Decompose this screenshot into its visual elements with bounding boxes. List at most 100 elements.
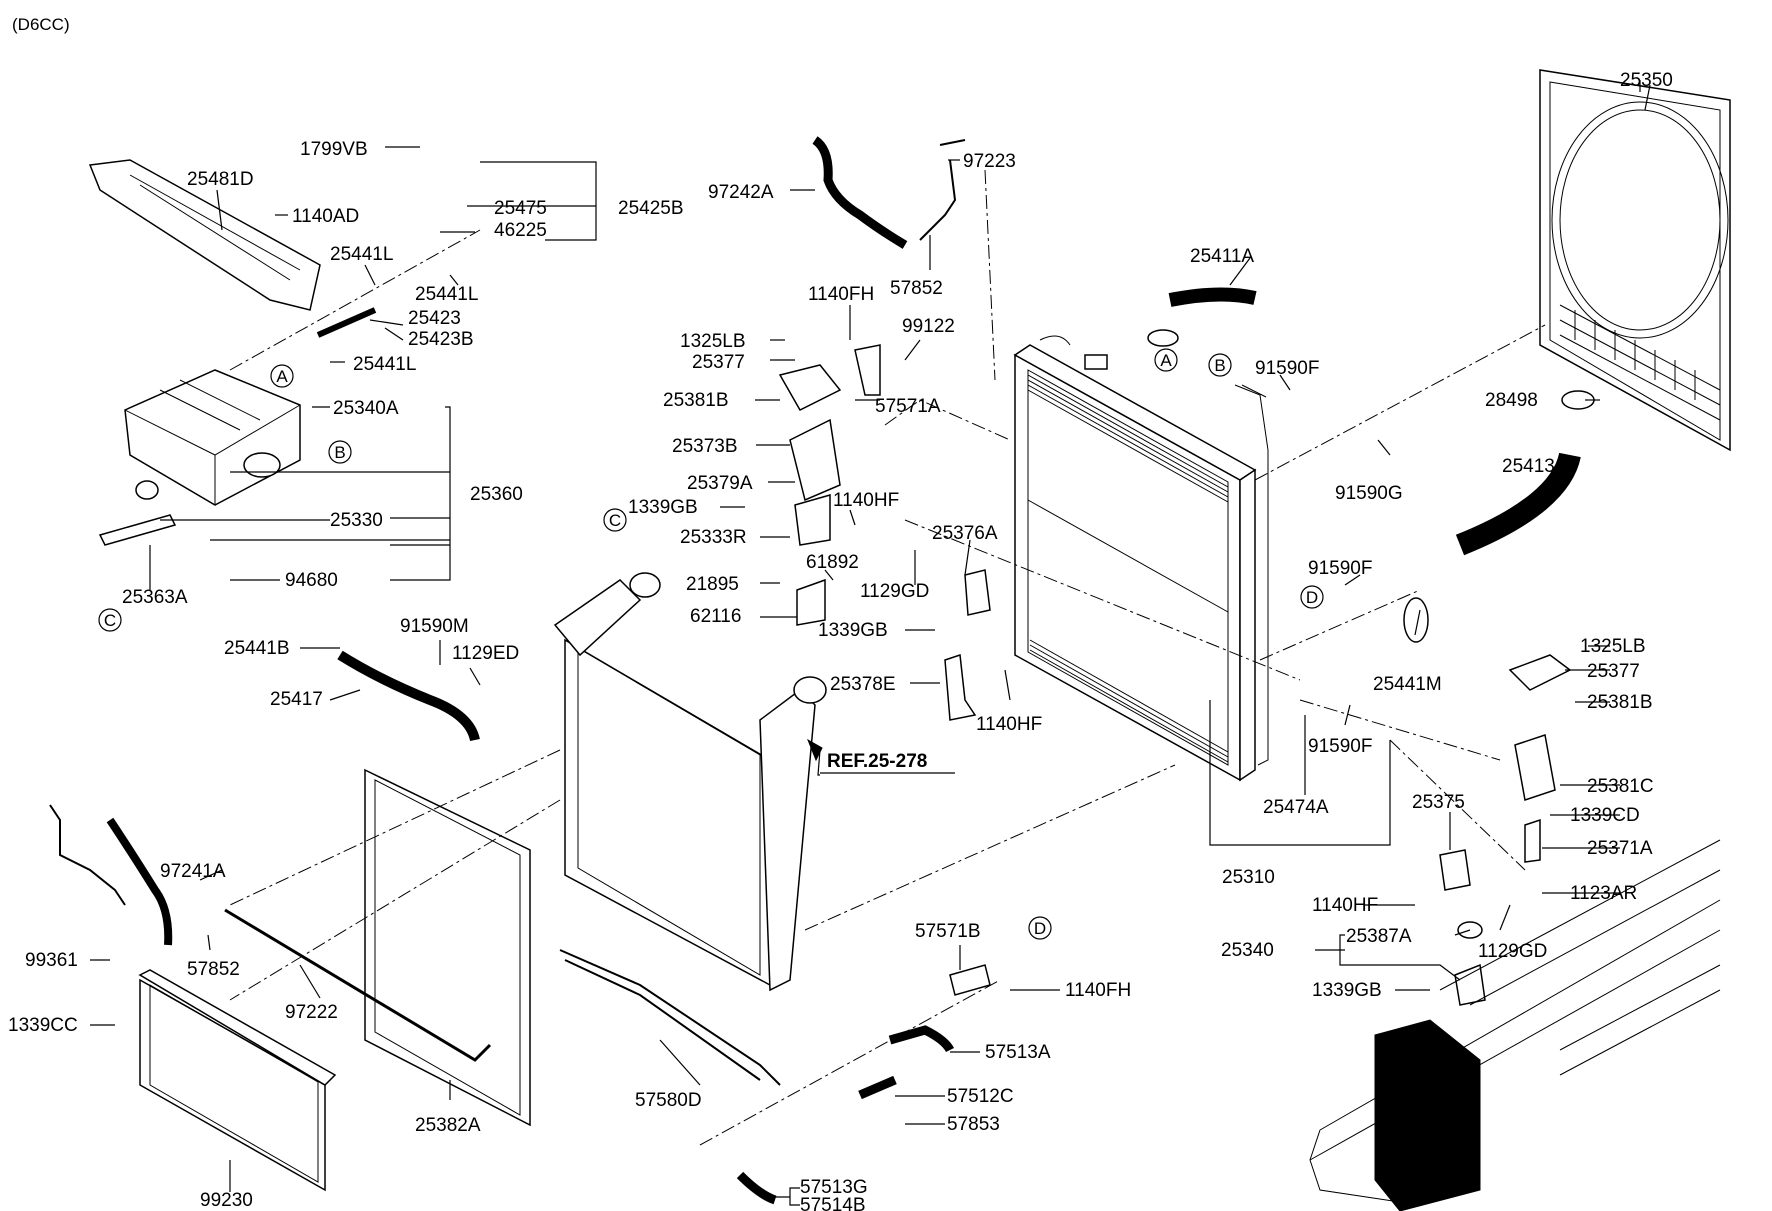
label-97241A: 97241A [160, 861, 226, 882]
label-25333R: 25333R [680, 527, 747, 548]
deflector-25481D [88, 159, 321, 311]
bracket-25376A [964, 569, 991, 616]
svg-text:B: B [1214, 356, 1225, 375]
hose-97242A [812, 136, 908, 249]
clamp-25441M [1403, 597, 1429, 643]
label-25475: 25475 [494, 198, 547, 219]
label-25363A: 25363A [122, 587, 188, 608]
label-1129GD-a: 1129GD [860, 581, 929, 602]
label-57852-top: 57852 [890, 278, 943, 299]
label-25474A: 25474A [1263, 797, 1329, 818]
ref-label[interactable]: REF.25-278 [827, 751, 927, 772]
svg-text:B: B [334, 443, 345, 462]
label-57853: 57853 [947, 1114, 1000, 1135]
label-21895: 21895 [686, 574, 739, 595]
label-1339GB-a: 1339GB [628, 497, 698, 518]
label-1123AR: 1123AR [1570, 883, 1637, 904]
callout-c-2: C [603, 508, 627, 532]
model-code: (D6CC) [12, 15, 70, 34]
label-25330: 25330 [330, 510, 383, 531]
bracket-25363A [98, 514, 177, 546]
svg-text:A: A [1160, 351, 1172, 370]
label-25441L-2: 25441L [415, 284, 478, 305]
label-25379A: 25379A [687, 473, 753, 494]
label-1325LB-right: 1325LB [1580, 636, 1646, 657]
label-25423B: 25423B [408, 329, 474, 350]
label-99361: 99361 [25, 950, 78, 971]
label-99230: 99230 [200, 1190, 253, 1211]
label-1140HF-b: 1140HF [976, 714, 1042, 735]
svg-text:D: D [1306, 588, 1318, 607]
condenser-frame-25382A [364, 768, 531, 1127]
label-57514B: 57514B [800, 1195, 866, 1211]
label-57513G: 57513G [800, 1177, 868, 1198]
label-25310: 25310 [1222, 867, 1275, 888]
label-25382A: 25382A [415, 1115, 481, 1136]
mount-25340 [1454, 963, 1486, 1006]
label-57580D: 57580D [635, 1090, 702, 1111]
label-25381B-right: 25381B [1587, 692, 1653, 713]
label-25360: 25360 [470, 484, 523, 505]
pipe-99361 [49, 804, 126, 906]
pipe-57580D [559, 949, 781, 1086]
label-25441M: 25441M [1373, 674, 1442, 695]
label-25381C: 25381C [1587, 776, 1654, 797]
mount-25381B-right [1508, 654, 1572, 691]
label-57571B: 57571B [915, 921, 981, 942]
label-99122: 99122 [902, 316, 955, 337]
label-46225: 46225 [494, 220, 547, 241]
vehicle-frame [1309, 839, 1721, 1211]
label-25423: 25423 [408, 308, 461, 329]
label-1325LB-left: 1325LB [680, 331, 746, 352]
label-25413: 25413 [1502, 456, 1555, 477]
bracket-25378E [944, 653, 977, 721]
bracket-25371A [1524, 818, 1541, 863]
label-25375: 25375 [1412, 792, 1465, 813]
hose-57513G [736, 1171, 777, 1205]
pipe-97223 [919, 139, 966, 241]
label-57512C: 57512C [947, 1086, 1014, 1107]
label-91590F-low: 91590F [1308, 736, 1372, 757]
label-94680: 94680 [285, 570, 338, 591]
callout-b-1: B [328, 440, 352, 464]
assembly-lines [229, 169, 1546, 1146]
label-97223: 97223 [963, 151, 1016, 172]
callout-b-2: B [1208, 353, 1232, 377]
label-1339CC: 1339CC [8, 1015, 78, 1036]
fan-shroud-25350 [1539, 69, 1731, 452]
label-91590F-top: 91590F [1255, 358, 1319, 379]
hose-57513A [888, 1025, 955, 1053]
bracket-57571A [854, 344, 881, 396]
plate-62116 [796, 578, 826, 626]
callout-a-2: A [1154, 348, 1178, 372]
hose-25417 [337, 650, 480, 742]
clamp-upper [1147, 329, 1179, 347]
label-25425B: 25425B [618, 198, 684, 219]
label-25340A: 25340A [333, 398, 399, 419]
condenser-99230 [138, 969, 337, 1192]
label-25376A: 25376A [932, 523, 998, 544]
label-91590G: 91590G [1335, 483, 1403, 504]
label-61892: 61892 [806, 552, 859, 573]
callout-d-1: D [1300, 585, 1324, 609]
label-25373B: 25373B [672, 436, 738, 457]
label-1140AD: 1140AD [292, 206, 359, 227]
bracket-25375 [1439, 849, 1471, 891]
label-1129GD-b: 1129GD [1478, 941, 1547, 962]
label-1339CD: 1339CD [1570, 805, 1640, 826]
label-25340: 25340 [1221, 940, 1274, 961]
hose-25411A [1168, 287, 1257, 307]
label-25381B-left: 25381B [663, 390, 729, 411]
label-97242A: 97242A [708, 182, 774, 203]
label-57513A: 57513A [985, 1042, 1051, 1063]
label-1140HF-c: 1140HF [1312, 895, 1378, 916]
label-1339GB-b: 1339GB [818, 620, 888, 641]
pipe-97222 [224, 908, 492, 1062]
radiator-side-pipe [1234, 384, 1269, 766]
hose-25413 [1455, 452, 1581, 556]
label-25377-right: 25377 [1587, 661, 1640, 682]
label-25377-left: 25377 [692, 352, 745, 373]
bracket-25373B [789, 418, 841, 502]
label-25441B: 25441B [224, 638, 290, 659]
hose-57512C [858, 1075, 897, 1100]
